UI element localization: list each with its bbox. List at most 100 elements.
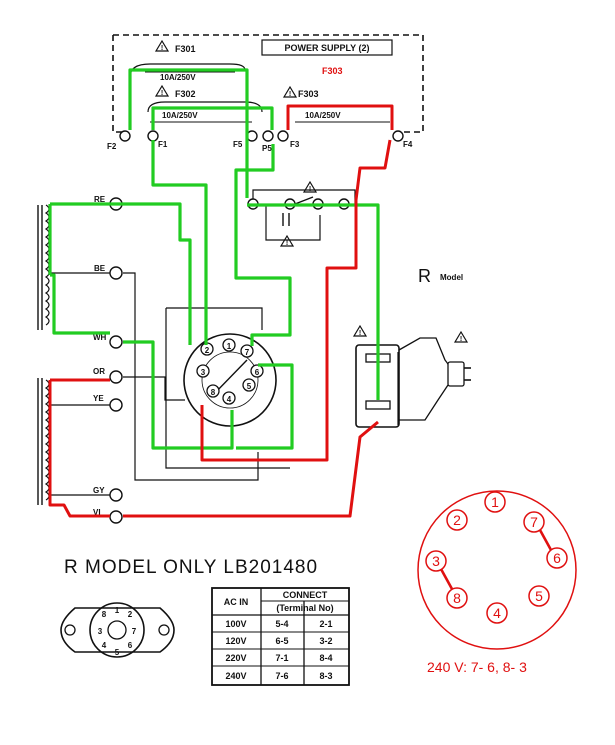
fuse-f301-rating: 10A/250V <box>160 73 196 82</box>
pin-circle-labels: 1 2 3 4 5 6 7 8 <box>432 494 561 621</box>
fuse-f302-rating: 10A/250V <box>162 111 198 120</box>
warning-icon: ! <box>282 85 298 98</box>
terminal-f5-label: F5 <box>233 140 243 149</box>
terminal-f4-label: F4 <box>403 140 413 149</box>
terminal-f2-label: F2 <box>107 142 117 151</box>
terminal-f3-label: F3 <box>290 140 300 149</box>
socket-pin-label: 5 <box>247 382 252 391</box>
fuse-f303-label: F303 <box>298 89 319 99</box>
pin-label: 2 <box>453 512 461 528</box>
table-header-connect: CONNECT <box>283 590 328 600</box>
table-cell: 2-1 <box>319 619 332 629</box>
svg-text:7: 7 <box>132 627 137 636</box>
table-header-ac-in: AC IN <box>224 597 249 607</box>
socket-pin-label: 4 <box>227 395 232 404</box>
tap-label: VI <box>93 508 101 517</box>
table-cell: 8-4 <box>319 653 332 663</box>
table-cell: 240V <box>225 671 246 681</box>
socket-pin <box>240 344 254 358</box>
socket-pin <box>196 364 210 378</box>
fuse-f303-annotation: F303 <box>322 66 343 76</box>
table-cell: 100V <box>225 619 246 629</box>
socket-pin <box>206 384 220 398</box>
page-title: R MODEL ONLY LB201480 <box>64 557 318 578</box>
black-wiring <box>50 189 356 496</box>
socket-pin-label: 7 <box>245 348 250 357</box>
svg-text:3: 3 <box>98 627 103 636</box>
terminal-f1-label: F1 <box>158 140 168 149</box>
warning-icon: ! <box>453 330 469 343</box>
pin-circle <box>523 511 545 533</box>
socket-pin <box>242 378 256 392</box>
table-cell: 7-6 <box>275 671 288 681</box>
warning-icon: ! <box>279 234 295 247</box>
table-cell: 120V <box>225 636 246 646</box>
socket-pin-label: 2 <box>205 346 210 355</box>
fuse-f301-label: F301 <box>175 44 196 54</box>
warning-icon: ! <box>154 84 170 97</box>
svg-text:6: 6 <box>128 641 133 650</box>
table-cell: 6-5 <box>275 636 288 646</box>
socket-pin <box>250 364 264 378</box>
power-inlet <box>355 337 452 428</box>
fuse-f302: 10A/250V <box>147 101 263 123</box>
pin-label: 5 <box>535 588 543 604</box>
tap-label: OR <box>93 367 105 376</box>
switch <box>247 196 350 226</box>
pin-label: 3 <box>432 553 440 569</box>
tap-label: YE <box>93 394 104 403</box>
tap-terminals <box>109 197 123 524</box>
pin-circle <box>446 587 468 609</box>
pin-label: 6 <box>553 550 561 566</box>
socket-pin <box>222 338 236 352</box>
pin-circle <box>425 550 447 572</box>
svg-text:8: 8 <box>102 610 107 619</box>
pin-label: 4 <box>493 605 501 621</box>
tap-label: RE <box>94 195 106 204</box>
svg-text:4: 4 <box>102 641 107 650</box>
svg-text:!: ! <box>359 330 361 337</box>
pin-label: 8 <box>453 590 461 606</box>
svg-text:!: ! <box>460 336 462 343</box>
fuse-f301: 10A/250V <box>129 63 246 82</box>
socket-pin <box>222 391 236 405</box>
table-cell: 7-1 <box>275 653 288 663</box>
svg-text:!: ! <box>286 240 288 247</box>
svg-text:!: ! <box>161 90 163 97</box>
note-240v: 240 V: 7- 6, 8- 3 <box>427 659 527 675</box>
svg-text:2: 2 <box>128 610 133 619</box>
warning-icon: ! <box>352 324 368 337</box>
svg-text:1: 1 <box>115 606 120 615</box>
warning-icon: ! <box>302 180 318 193</box>
r-model-label: R <box>418 266 431 286</box>
green-wiring <box>48 68 380 450</box>
socket-pin-label: 6 <box>255 368 260 377</box>
pin-circle <box>446 509 468 531</box>
transformer <box>37 204 50 505</box>
pin-circle <box>486 602 508 624</box>
tap-label: GY <box>93 486 105 495</box>
socket-pin-label: 1 <box>227 342 232 351</box>
pin-label: 7 <box>530 514 538 530</box>
terminal-p5-label: P5 <box>262 144 272 153</box>
voltage-selector-socket: 1 2 3 4 5 6 7 8 <box>183 333 277 427</box>
octal-socket-icon: 1 8 3 4 5 6 7 2 <box>60 602 175 658</box>
svg-text:!: ! <box>161 45 163 52</box>
warning-icon: ! <box>154 39 170 52</box>
table-subheader-terminal: (Terminal No) <box>276 603 333 613</box>
socket-pin-label: 3 <box>201 368 206 377</box>
power-supply-label: POWER SUPPLY (2) <box>284 43 369 53</box>
tap-label: WH <box>93 333 107 342</box>
table-cell: 8-3 <box>319 671 332 681</box>
table-cell: 3-2 <box>319 636 332 646</box>
fuse-f302-label: F302 <box>175 89 196 99</box>
tap-label: BE <box>94 264 106 273</box>
r-model-suffix: Model <box>440 273 463 282</box>
pin-circle <box>528 585 550 607</box>
socket-pin-label: 8 <box>211 388 216 397</box>
red-wiring <box>48 104 394 518</box>
table-cell: 220V <box>225 653 246 663</box>
svg-text:5: 5 <box>115 648 120 657</box>
pin-circle <box>484 491 506 513</box>
